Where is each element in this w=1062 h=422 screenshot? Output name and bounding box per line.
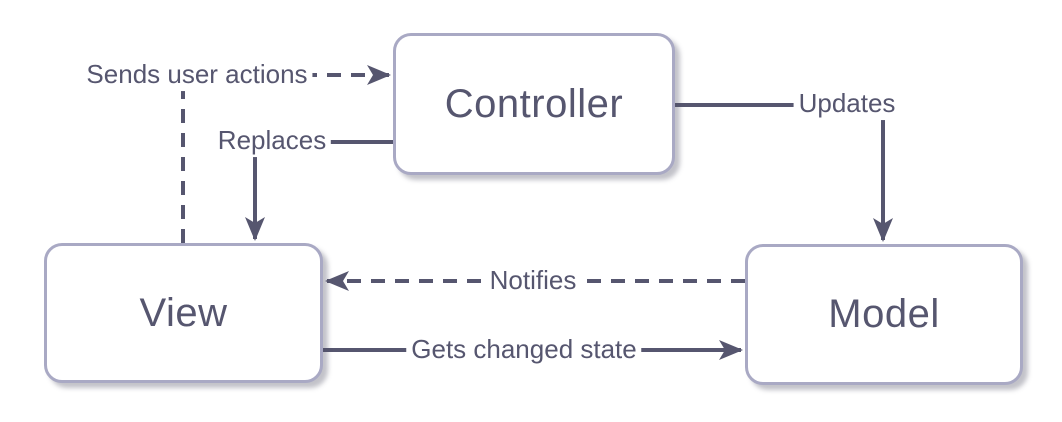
- edge-label-updates: Updates: [793, 88, 901, 120]
- edge-sends-user-actions-line: [181, 65, 391, 243]
- edge-label-replaces: Replaces: [212, 125, 332, 157]
- node-model: Model: [745, 244, 1023, 385]
- node-view-label: View: [139, 290, 228, 335]
- node-controller: Controller: [393, 33, 675, 175]
- edge-label-sends-user-actions: Sends user actions: [81, 59, 313, 91]
- node-model-label: Model: [828, 292, 940, 336]
- node-controller-label: Controller: [444, 81, 624, 126]
- node-view: View: [44, 243, 323, 383]
- edge-label-gets-changed-state: Gets changed state: [406, 334, 642, 366]
- edge-label-notifies: Notifies: [484, 265, 582, 297]
- edge-updates-line: [675, 103, 893, 242]
